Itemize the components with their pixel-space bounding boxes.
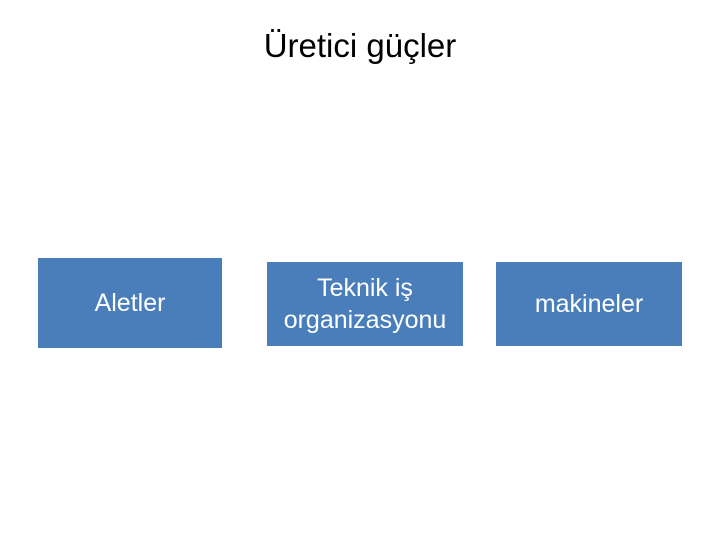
shape-label-technical: Teknik iş organizasyonu — [283, 274, 447, 334]
page-title: Üretici güçler — [263, 27, 457, 64]
shape-box-technical[interactable]: Teknik iş organizasyonu — [267, 262, 463, 346]
shape-box-machines[interactable]: makineler — [496, 262, 682, 346]
shape-label-tools: Aletler — [94, 288, 166, 317]
shape-row: Aletler Teknik iş organizasyonu makinele… — [0, 258, 720, 350]
shape-label-machines: makineler — [534, 289, 644, 318]
shape-box-tools[interactable]: Aletler — [38, 258, 222, 348]
